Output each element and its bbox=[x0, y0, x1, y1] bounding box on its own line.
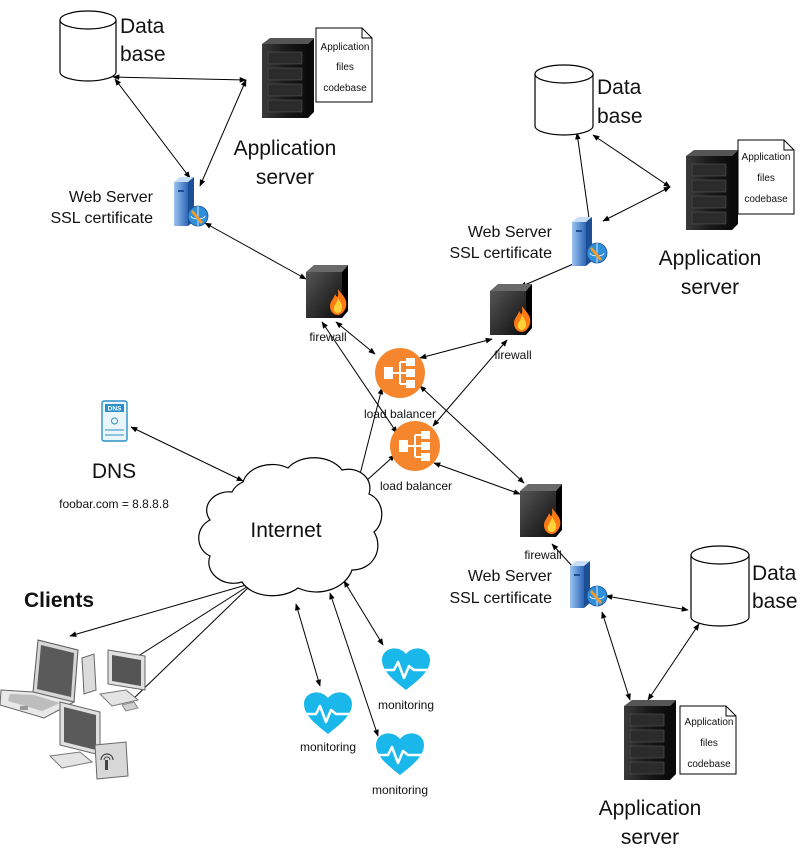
files-note-1: Application files codebase bbox=[315, 27, 373, 103]
edge-lb1-fw2 bbox=[419, 337, 493, 360]
edge-db2-web2 bbox=[575, 132, 592, 226]
database-1[interactable]: Data base bbox=[59, 10, 166, 82]
monitoring-label: monitoring bbox=[378, 698, 434, 712]
edge-web3-db3 bbox=[605, 594, 689, 612]
edge-web3-app3 bbox=[601, 611, 631, 701]
database-label: base bbox=[120, 43, 166, 66]
dns-record: foobar.com = 8.8.8.8 bbox=[59, 497, 169, 511]
connectors bbox=[69, 74, 700, 737]
app-server-label: server bbox=[681, 276, 739, 299]
cluster-2: Data base Application server Application… bbox=[449, 64, 795, 362]
edge-app2-web2 bbox=[602, 186, 671, 222]
edge-internet-client-workstation bbox=[129, 582, 254, 703]
database-label: base bbox=[597, 105, 643, 128]
files-note-line: codebase bbox=[744, 194, 788, 205]
web-server-1[interactable]: Web Server SSL certificate bbox=[50, 177, 209, 227]
edge-fw1-lb2 bbox=[321, 321, 398, 434]
monitoring-2[interactable]: monitoring bbox=[378, 648, 434, 712]
edge-db3-app3 bbox=[647, 623, 700, 701]
cluster-1: Data base Application server Application… bbox=[50, 10, 373, 344]
monitoring-1[interactable]: monitoring bbox=[300, 692, 356, 754]
load-balancer-2[interactable]: load balancer bbox=[380, 421, 452, 493]
firewall-label: firewall bbox=[494, 348, 531, 362]
cluster-3: Data base Application server Application… bbox=[449, 484, 798, 849]
edge-db1-app1 bbox=[112, 74, 247, 83]
web-server-label: Web Server bbox=[69, 189, 154, 206]
internet-label: Internet bbox=[250, 519, 321, 542]
laptop-icon[interactable] bbox=[0, 639, 79, 719]
firewall-3[interactable]: firewall bbox=[520, 484, 562, 562]
web-server-2[interactable]: Web Server SSL certificate bbox=[449, 217, 608, 266]
database-3[interactable]: Data base bbox=[690, 545, 798, 627]
files-note-line: Application bbox=[742, 152, 791, 163]
edge-lb2-fw3 bbox=[433, 462, 521, 495]
database-label: Data bbox=[752, 562, 797, 585]
edge-db1-web1 bbox=[114, 78, 191, 179]
clients: Clients bbox=[0, 589, 146, 780]
files-note-line: files bbox=[700, 738, 718, 749]
internet-cloud[interactable]: Internet bbox=[198, 457, 383, 597]
database-label: Data bbox=[597, 76, 642, 99]
app-server-1[interactable]: Application server bbox=[234, 38, 337, 189]
web-server-label: Web Server bbox=[468, 224, 553, 241]
dns-badge-text: DNS bbox=[108, 406, 122, 413]
database-label: Data bbox=[120, 15, 165, 38]
web-server-label: SSL certificate bbox=[449, 590, 552, 607]
web-server-label: SSL certificate bbox=[50, 210, 153, 227]
edge-internet-monitoring-2 bbox=[343, 580, 384, 646]
load-balancer-1[interactable]: load balancer bbox=[364, 348, 436, 421]
firewall-1[interactable]: firewall bbox=[306, 265, 348, 344]
files-note-line: codebase bbox=[323, 83, 367, 94]
app-server-label: Application bbox=[234, 137, 337, 160]
web-server-3[interactable]: Web Server SSL certificate bbox=[449, 561, 608, 608]
firewall-label: firewall bbox=[309, 330, 346, 344]
app-server-label: Application bbox=[599, 797, 702, 820]
files-note-line: Application bbox=[685, 717, 734, 728]
edge-internet-client-desktop bbox=[131, 582, 254, 661]
dns-server[interactable]: DNS DNS foobar.com = 8.8.8.8 bbox=[59, 400, 169, 511]
monitoring-3[interactable]: monitoring bbox=[372, 733, 428, 797]
files-note-line: codebase bbox=[687, 759, 731, 770]
load-balancer-label: load balancer bbox=[380, 479, 452, 493]
files-note-3: Application files codebase bbox=[679, 705, 737, 775]
app-server-label: server bbox=[256, 166, 314, 189]
edge-web1-fw1 bbox=[204, 222, 307, 280]
workstation-icon[interactable] bbox=[48, 701, 129, 780]
web-server-label: SSL certificate bbox=[449, 245, 552, 262]
app-server-2[interactable]: Application server bbox=[659, 150, 762, 299]
files-note-line: files bbox=[336, 62, 354, 73]
app-server-label: server bbox=[621, 826, 679, 849]
monitoring-label: monitoring bbox=[300, 740, 356, 754]
files-note-2: Application files codebase bbox=[737, 139, 795, 215]
app-server-label: Application bbox=[659, 247, 762, 270]
edge-db2-app2 bbox=[592, 134, 671, 188]
edge-app1-web1 bbox=[199, 79, 247, 187]
firewall-label: firewall bbox=[524, 548, 561, 562]
edge-internet-monitoring-3 bbox=[329, 592, 379, 737]
database-2[interactable]: Data base bbox=[534, 64, 643, 136]
firewall-2[interactable]: firewall bbox=[490, 284, 532, 362]
database-label: base bbox=[752, 590, 798, 613]
edge-internet-monitoring-1 bbox=[295, 603, 321, 687]
load-balancer-label: load balancer bbox=[364, 407, 436, 421]
dns-title: DNS bbox=[92, 460, 136, 483]
files-note-line: files bbox=[757, 173, 775, 184]
edge-dns-internet bbox=[130, 426, 244, 482]
files-note-line: Application bbox=[321, 42, 370, 53]
monitoring-label: monitoring bbox=[372, 783, 428, 797]
web-server-label: Web Server bbox=[468, 568, 553, 585]
app-server-3[interactable]: Application server bbox=[599, 700, 702, 849]
desktop-computer-icon[interactable] bbox=[81, 649, 146, 712]
clients-title: Clients bbox=[24, 589, 94, 612]
